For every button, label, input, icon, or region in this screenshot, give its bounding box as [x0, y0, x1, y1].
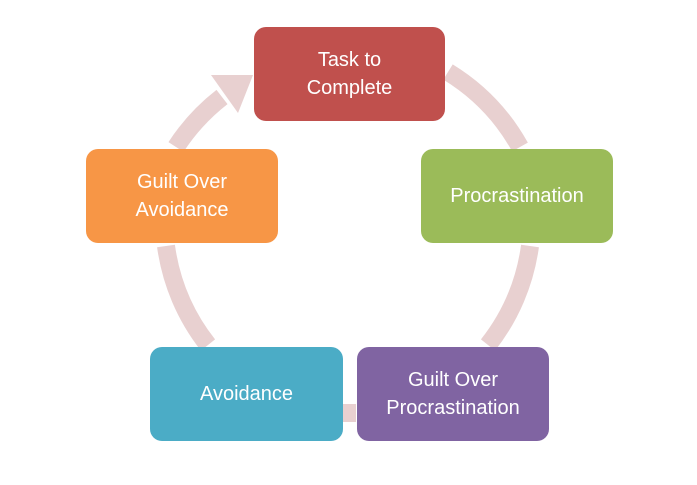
arrow-avoidance-to-guilt-avoidance	[157, 244, 216, 351]
node-guilt-over-procrastination: Guilt Over Procrastination	[357, 347, 549, 441]
node-task-to-complete: Task to Complete	[254, 27, 445, 121]
node-label: Guilt Over Procrastination	[386, 369, 520, 419]
arrow-guilt-avoidance-to-task	[168, 89, 228, 153]
node-label: Task to Complete	[306, 49, 393, 99]
node-label: Guilt Over Avoidance	[135, 171, 229, 221]
cycle-arrows	[157, 64, 539, 422]
node-procrastination: Procrastination	[421, 149, 613, 243]
arrow-task-to-procrastination	[443, 64, 528, 152]
arrow-procrastination-to-guilt-procrastination	[480, 244, 539, 351]
arrowhead-to-task	[211, 75, 253, 113]
node-label: Avoidance	[199, 383, 294, 405]
node-avoidance: Avoidance	[150, 347, 343, 441]
node-guilt-over-avoidance: Guilt Over Avoidance	[86, 149, 278, 243]
node-label: Procrastination	[450, 185, 584, 207]
